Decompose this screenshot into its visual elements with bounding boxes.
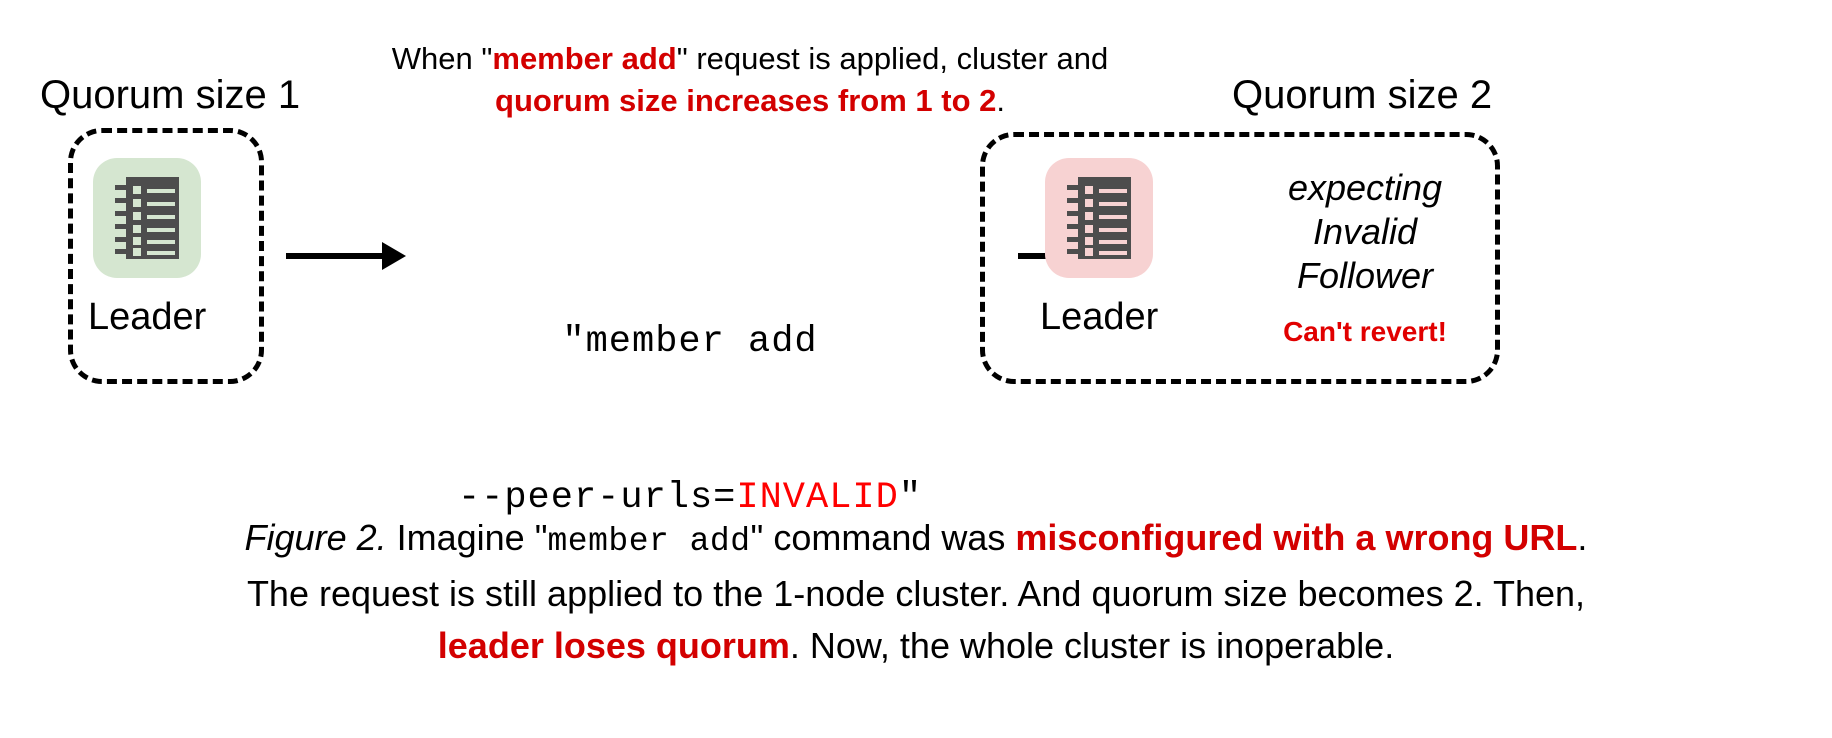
top-annotation-text-3: cluster and bbox=[956, 41, 1109, 76]
status-line-expecting: expecting bbox=[1287, 167, 1443, 208]
caption-segment-4: . Now, the whole cluster is inoperable. bbox=[789, 625, 1395, 666]
left-node-tile bbox=[93, 158, 202, 285]
right-cluster-title: Quorum size 2 bbox=[1232, 73, 1493, 117]
arrow-shaft bbox=[286, 253, 382, 259]
right-cluster-box bbox=[980, 132, 1500, 384]
command-close-quote: " bbox=[898, 477, 923, 519]
top-annotation: When "member add" request is applied, cl… bbox=[390, 38, 1110, 122]
left-node: Leader bbox=[88, 158, 206, 338]
command-text: "member add --peer-urls=INVALID" bbox=[440, 212, 940, 628]
left-cluster-title: Quorum size 1 bbox=[40, 73, 301, 117]
top-annotation-highlight-from-1-to-2: from 1 to 2 bbox=[837, 83, 997, 118]
figure-number: Figure 2. bbox=[244, 517, 387, 558]
status-line-invalid: Invalid bbox=[1312, 211, 1418, 252]
top-annotation-text-1: When " bbox=[391, 41, 493, 76]
right-node-status: expecting Invalid Follower Can't revert! bbox=[1240, 166, 1490, 348]
top-annotation-highlight-member-add: member add bbox=[492, 41, 677, 76]
figure-caption-line-1: Figure 2. Imagine "member add" command w… bbox=[0, 512, 1832, 568]
left-cluster-box bbox=[68, 128, 264, 384]
arrow-head bbox=[382, 242, 406, 270]
arrow-left-to-command bbox=[286, 242, 406, 270]
status-line-follower: Follower bbox=[1296, 255, 1434, 296]
figure-caption-line-3: leader loses quorum. Now, the whole clus… bbox=[0, 620, 1832, 672]
command-invalid-value: INVALID bbox=[736, 477, 899, 519]
right-node: Leader bbox=[1040, 158, 1158, 338]
command-line-1: "member add bbox=[562, 321, 818, 363]
figure-caption-line-2: The request is still applied to the 1-no… bbox=[246, 573, 1586, 614]
top-annotation-text-2: " request is applied, bbox=[676, 41, 948, 76]
notepad-icon bbox=[1067, 177, 1132, 259]
status-warning-cant-revert: Can't revert! bbox=[1283, 316, 1447, 347]
notepad-icon bbox=[115, 177, 180, 259]
left-node-label: Leader bbox=[88, 296, 207, 338]
right-node-tile bbox=[1045, 158, 1154, 285]
caption-highlight-leader-loses-quorum: leader loses quorum bbox=[437, 625, 790, 666]
caption-segment-2: " command was bbox=[750, 517, 1016, 558]
top-annotation-text-4: . bbox=[996, 83, 1005, 118]
right-node-label: Leader bbox=[1040, 296, 1159, 338]
caption-mono-member-add: member add bbox=[547, 523, 751, 560]
caption-highlight-misconfigured: misconfigured with a wrong URL bbox=[1015, 517, 1578, 558]
caption-segment-3: . bbox=[1577, 517, 1588, 558]
caption-segment-1: Imagine " bbox=[386, 517, 548, 558]
command-line-2: --peer-urls=INVALID" bbox=[440, 472, 940, 524]
figure-caption: Figure 2. Imagine "member add" command w… bbox=[0, 512, 1832, 672]
top-annotation-highlight-quorum-increase: quorum size increases bbox=[495, 83, 830, 118]
command-flag: --peer-urls= bbox=[457, 477, 737, 519]
